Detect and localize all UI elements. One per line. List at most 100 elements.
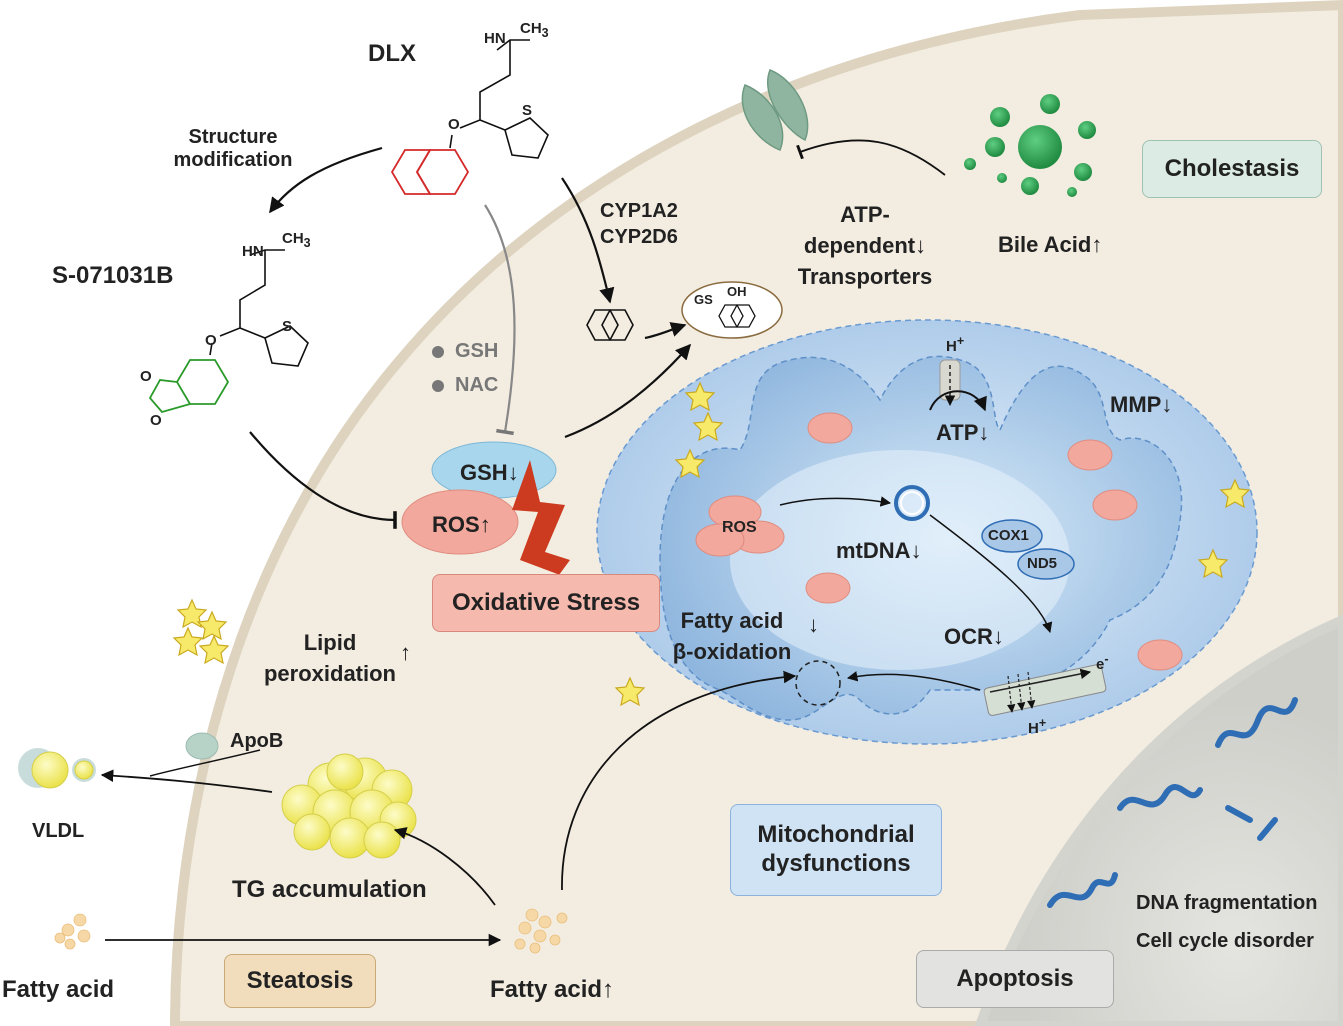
s071-methyl: CH3 <box>282 230 311 250</box>
vldl-label: VLDL <box>32 820 85 842</box>
down-arrow: ↓ <box>910 538 922 563</box>
dlx-methyl: CH3 <box>520 20 549 40</box>
s071-methyl-text: CH <box>282 230 304 247</box>
ocr-text: OCR <box>944 624 993 649</box>
cell-cycle-label: Cell cycle disorder <box>1136 930 1314 952</box>
e-text: e <box>1096 656 1105 673</box>
dna-fragments <box>1047 697 1298 908</box>
fatty-acid-to-tg-arrow <box>393 827 496 906</box>
down-arrow: ↓ <box>978 420 990 445</box>
up-arrow: ↑ <box>479 512 491 537</box>
bile-transporter <box>741 69 809 151</box>
naphthalene-metabolite <box>586 309 634 341</box>
structure-modification-label: Structure modification <box>173 126 293 171</box>
fatty-acid-text: Fatty acid <box>490 976 603 1003</box>
mito-particle <box>1067 439 1113 471</box>
dlx-to-gsh-inhibition <box>484 204 516 436</box>
mtdna-ring <box>894 485 930 521</box>
mtdna-ring-inner <box>900 491 924 515</box>
ocr-label: OCR↓ <box>944 624 1004 649</box>
s071-ring-oxygen-1: O <box>140 368 152 385</box>
mito-particle <box>1092 489 1138 521</box>
etc-to-beta-arrow <box>846 671 981 691</box>
s071-amine: HN <box>242 243 264 260</box>
fatty-acid-to-beta-oxidation-arrow <box>561 670 797 891</box>
mito-particle <box>807 412 853 444</box>
apob-protein <box>185 732 219 760</box>
s071-ring-oxygen-2: O <box>150 412 162 429</box>
nuclear-pore <box>1078 766 1100 784</box>
ros-to-mtdna-arrow <box>779 496 892 507</box>
dlx-sulfur: S <box>522 102 533 119</box>
atp-transporters-label: ATP- dependent↓ Transporters <box>797 202 933 289</box>
nuclear-pore <box>1187 678 1218 704</box>
cyp2d6-label: CYP2D6 <box>600 226 678 248</box>
tg-lipid-droplets <box>281 753 417 859</box>
etc-proton-arrow <box>1006 675 1016 713</box>
dlx-oxygen: O <box>448 116 460 133</box>
ros-mito-label: ROS <box>722 519 757 536</box>
gsh-legend-dot <box>432 346 444 358</box>
cyp-metabolism-arrow <box>561 177 615 304</box>
electron-label: e- <box>1096 652 1109 673</box>
s071-oxygen: O <box>205 332 217 349</box>
up-arrow: ↑ <box>1091 232 1103 257</box>
ros-up-label: ROS↑ <box>432 512 491 537</box>
apob-to-vldl-line <box>149 749 261 777</box>
mtdna-text: mtDNA <box>836 538 911 563</box>
h-plus-top: H+ <box>946 334 964 355</box>
minus-sup: - <box>1104 652 1109 666</box>
plus-sup: + <box>1038 716 1047 730</box>
steatosis-box: Steatosis <box>224 954 376 1008</box>
mtdna-to-etc-arrow <box>929 514 1053 634</box>
tg-to-vldl-arrow <box>100 769 273 793</box>
nucleus <box>974 614 1343 1026</box>
bile-acid-text: Bile Acid <box>998 232 1092 257</box>
h-text: H <box>1028 720 1039 737</box>
down-arrow: ↓ <box>507 460 519 485</box>
lipid-peroxide-stars <box>172 381 1251 707</box>
plus-sup: + <box>956 334 965 348</box>
lipid-peroxidation-label: Lipid peroxidation <box>263 630 396 686</box>
mtdna-label: mtDNA↓ <box>836 538 922 563</box>
apoptosis-box: Apoptosis <box>916 950 1114 1008</box>
mito-particle <box>1137 639 1183 671</box>
lipid-peroxidation-arrow: ↑ <box>400 640 411 665</box>
ros-oval <box>401 489 519 555</box>
etc-electron-arrow <box>989 668 1092 693</box>
down-arrow: ↓ <box>992 624 1004 649</box>
ros-text: ROS <box>432 512 480 537</box>
gs-adduct-oval <box>681 281 783 339</box>
down-arrow: ↓ <box>1161 392 1173 417</box>
fatty-acid-dots-right <box>514 908 568 954</box>
metabolite-to-adduct-arrow <box>644 322 687 340</box>
bile-acid-particles <box>964 94 1096 197</box>
gs-label: GS <box>694 292 713 307</box>
s071-amine-text: HN <box>242 243 264 260</box>
cyp1a2-label: CYP1A2 <box>600 200 678 222</box>
fatty-acid-dots-left <box>54 913 91 950</box>
etc-proton-arrow <box>1016 673 1026 711</box>
atp-text: ATP <box>936 420 979 445</box>
dlx-amine-text: HN <box>484 30 506 47</box>
gsh-legend-label: GSH <box>455 340 499 362</box>
mitochondrion-matrix <box>730 450 1070 670</box>
mitochondrial-dysfunctions-box: Mitochondrial dysfunctions <box>730 804 942 896</box>
electron-transport-chain <box>983 664 1107 716</box>
gsh-to-adduct-arrow <box>564 343 692 439</box>
dlx-naphthalene <box>390 149 470 195</box>
dna-fragmentation-label: DNA fragmentation <box>1136 892 1318 914</box>
mito-particle <box>805 572 851 604</box>
up-arrow: ↑ <box>602 976 615 1003</box>
structure-modification-arrow <box>269 146 383 214</box>
oxidative-stress-box: Oxidative Stress <box>432 574 660 632</box>
atp-label: ATP↓ <box>936 420 989 445</box>
nac-legend-label: NAC <box>455 374 499 396</box>
s071-benzodioxole <box>148 359 230 414</box>
apob-label: ApoB <box>230 730 284 752</box>
cox1-oval <box>981 519 1043 553</box>
s071-structure <box>209 249 309 367</box>
fatty-acid-up-label: Fatty acid↑ <box>490 976 614 1004</box>
oh-label: OH <box>727 284 747 299</box>
